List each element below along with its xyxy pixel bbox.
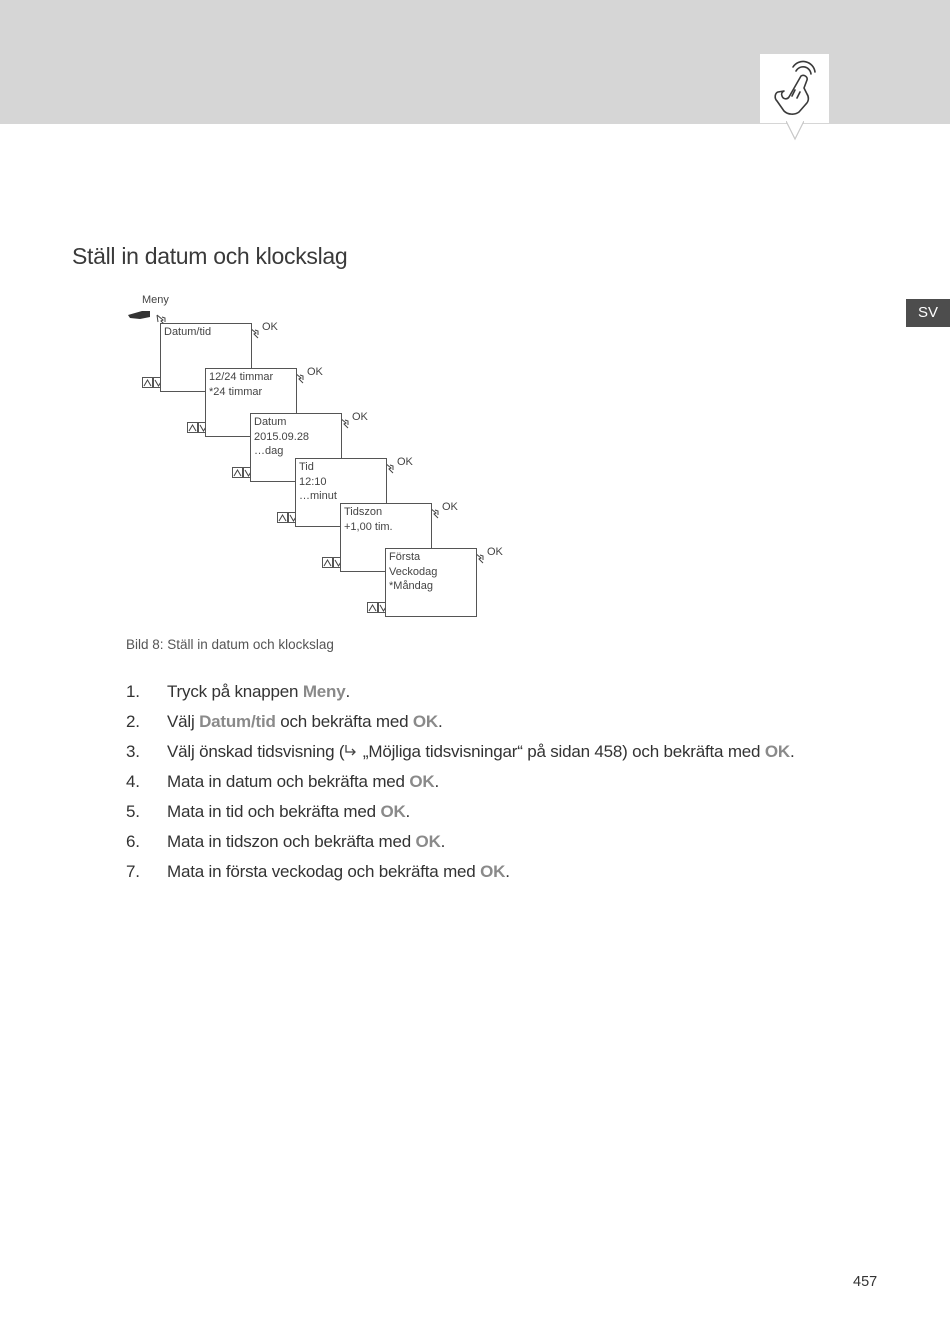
text-fragment: Tryck på knappen <box>167 682 303 701</box>
text-fragment: . <box>437 712 443 731</box>
menu-hand-icon <box>128 311 150 319</box>
menu-screen-text: Veckodag <box>389 565 438 578</box>
step-text: Mata in datum och bekräfta med OK. <box>167 772 439 792</box>
menu-screen-text: Första <box>389 551 421 563</box>
up-arrow-icon <box>143 379 152 387</box>
touch-hand-icon <box>774 60 816 115</box>
text-fragment: . <box>405 802 411 821</box>
menu-screen-text: Datum/tid <box>164 326 212 338</box>
text-fragment: Mata in första veckodag och bekräfta med <box>167 862 481 881</box>
figure-caption: Bild 8: Ställ in datum och klockslag <box>126 637 334 652</box>
text-fragment: . <box>345 682 351 701</box>
up-arrow-icon-frame <box>232 467 243 478</box>
step-number: 4. <box>126 772 140 791</box>
up-arrow-icon-frame <box>277 512 288 523</box>
menu-label: Meny <box>142 294 169 306</box>
menu-screen-5 <box>385 548 477 617</box>
step-number: 2. <box>126 712 140 731</box>
step-text: Välj önskad tidsvisning ( „Möjliga tidsv… <box>167 742 795 762</box>
menu-screen-text: 2015.09.28 <box>254 430 310 443</box>
step-number: 7. <box>126 862 140 881</box>
step-number: 1. <box>126 682 140 701</box>
up-arrow-icon <box>278 514 287 522</box>
text-fragment: Välj önskad tidsvisning ( <box>167 742 345 761</box>
text-fragment: . <box>434 772 439 791</box>
ok-label: OK <box>487 546 503 558</box>
ok-label: OK <box>262 321 278 333</box>
step-number: 6. <box>126 832 140 851</box>
ok-label: OK <box>352 411 368 423</box>
tab-pointer <box>786 121 804 141</box>
ui-keyword: OK <box>380 802 406 821</box>
step-text: Tryck på knappen Meny. <box>167 682 350 702</box>
text-fragment: Mata in tidszon och bekräfta med <box>167 832 416 851</box>
step-number: 5. <box>126 802 140 821</box>
text-fragment: Mata in tid och bekräfta med <box>167 802 381 821</box>
menu-screen-text: …minut <box>299 490 337 502</box>
page-number: 457 <box>853 1274 878 1290</box>
page-title: Ställ in datum och klockslag <box>72 243 348 269</box>
text-fragment: . <box>789 742 795 761</box>
step-text: Mata in första veckodag och bekräfta med… <box>167 862 510 882</box>
hand-tab <box>760 54 829 123</box>
menu-screen-text: +1,00 tim. <box>344 520 393 533</box>
text-fragment: . <box>440 832 446 851</box>
ui-keyword: OK <box>412 712 438 731</box>
ui-keyword: Meny <box>302 682 346 701</box>
up-arrow-icon <box>233 469 242 477</box>
up-arrow-icon-frame <box>322 557 333 568</box>
language-tab[interactable]: SV <box>906 299 950 327</box>
up-arrow-icon-frame <box>142 377 153 388</box>
ui-keyword: OK <box>764 742 790 761</box>
up-down-buttons-2 <box>232 467 254 478</box>
menu-screen-text: Datum <box>254 416 287 428</box>
up-arrow-icon <box>323 559 332 567</box>
step-text: Välj Datum/tid och bekräfta med OK. <box>167 712 443 732</box>
ok-label: OK <box>442 501 458 513</box>
up-arrow-icon-frame <box>187 422 198 433</box>
step-number: 3. <box>126 742 140 761</box>
text-fragment: Välj <box>167 712 200 731</box>
text-fragment: . <box>505 862 510 881</box>
up-arrow-icon <box>368 604 377 612</box>
menu-screen-text: 12/24 timmar <box>209 371 274 383</box>
menu-screen-text: *Måndag <box>389 580 434 592</box>
text-fragment: och bekräfta med <box>275 712 413 731</box>
up-arrow-icon <box>188 424 197 432</box>
ok-label: OK <box>397 456 413 468</box>
reference-arrow-icon[interactable] <box>344 742 358 761</box>
menu-screen-text: …dag <box>254 445 284 457</box>
menu-screen-text: Tid <box>299 461 314 473</box>
menu-screen-text: Tidszon <box>344 506 383 518</box>
step-text: Mata in tid och bekräfta med OK. <box>167 802 410 822</box>
ui-keyword: OK <box>480 862 506 881</box>
ui-keyword: Datum/tid <box>199 712 276 731</box>
up-arrow-icon-frame <box>367 602 378 613</box>
ui-keyword: OK <box>409 772 435 791</box>
ok-label: OK <box>307 366 323 378</box>
text-fragment: Mata in datum och bekräfta med <box>167 772 410 791</box>
menu-screen-text: *24 timmar <box>209 385 263 398</box>
ui-keyword: OK <box>415 832 441 851</box>
step-text: Mata in tidszon och bekräfta med OK. <box>167 832 445 852</box>
menu-screen-text: 12:10 <box>299 475 327 488</box>
text-fragment: „Möjliga tidsvisningar“ på sidan 458) oc… <box>358 742 765 761</box>
